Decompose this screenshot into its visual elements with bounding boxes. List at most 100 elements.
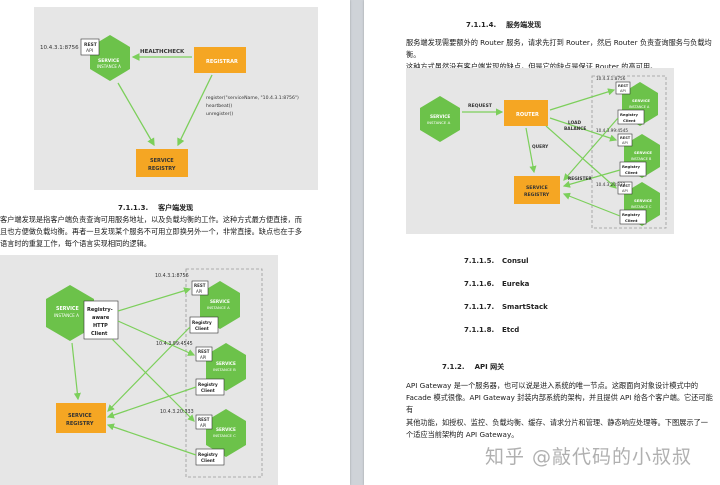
registry-label-1: SERVICE bbox=[68, 413, 92, 419]
api-label: API bbox=[200, 423, 206, 428]
instance-a-name: SERVICE bbox=[210, 299, 230, 304]
instance-b-sub: INSTANCE B bbox=[213, 367, 236, 372]
sub-item-number: 7.1.1.7. bbox=[464, 303, 495, 311]
registry-client-label: Registry bbox=[192, 320, 212, 325]
registry-client-label: Registry bbox=[620, 112, 638, 117]
register-code-line2: heartbeat() bbox=[206, 103, 232, 109]
aware-client-label: HTTP bbox=[93, 323, 108, 329]
watermark: 知乎 @敲代码的小叔叔 bbox=[485, 446, 693, 468]
register-code-line3: unregister() bbox=[206, 111, 233, 117]
rest-label: REST bbox=[198, 417, 210, 422]
registry-label-1: SERVICE bbox=[526, 185, 548, 191]
registry-client-label: Client bbox=[623, 118, 636, 123]
rest-api-box bbox=[617, 133, 633, 147]
api-label: API bbox=[86, 48, 93, 54]
registry-client-label: Registry bbox=[622, 164, 640, 169]
instance-label: INSTANCE A bbox=[54, 313, 79, 318]
paragraph-line: 语言时的重复工作，每个语言实现相同的逻辑。 bbox=[0, 239, 151, 249]
section-title: 客户端发现 bbox=[158, 204, 194, 212]
service-label: SERVICE bbox=[56, 306, 79, 312]
client-service-hexagon bbox=[420, 96, 460, 142]
registrar-label: REGISTRAR bbox=[206, 59, 238, 65]
rest-label: REST bbox=[84, 42, 98, 48]
query-label: QUERY bbox=[532, 144, 549, 150]
instances-enclosure bbox=[185, 268, 263, 478]
server-discovery-svg: SERVICE INSTANCE A REQUEST ROUTER LOAD B… bbox=[420, 75, 667, 229]
instance-c-name: SERVICE bbox=[634, 198, 652, 203]
right-page: 7.1.1.4.服务端发现 服务端发现需要额外的 Router 服务，请求先打到… bbox=[364, 0, 720, 485]
instance-c-sub: INSTANCE C bbox=[631, 205, 652, 209]
service-registry-box bbox=[56, 403, 106, 433]
section-heading-client-discovery: 7.1.1.3.客户端发现 bbox=[118, 203, 193, 213]
paragraph-line: API Gateway 是一个服务器，也可以说是进入系统的唯一节点。这跟面向对象… bbox=[406, 381, 699, 390]
paragraph-line: 客户端发现是指客户端负责查询可用服务地址，以及负载均衡的工作。这种方式最方便直接… bbox=[0, 215, 302, 224]
section-heading-server-discovery: 7.1.1.4.服务端发现 bbox=[466, 20, 541, 30]
client-discovery-svg: SERVICE INSTANCE A Registry- aware HTTP … bbox=[46, 268, 263, 478]
instance-b-name: SERVICE bbox=[216, 361, 236, 366]
instance-label: INSTANCE A bbox=[97, 64, 121, 69]
self-registration-svg: 10.4.3.1:8756 REST API SERVICE INSTANCE … bbox=[40, 35, 299, 177]
instance-ip-label: 10.4.3.1:8756 bbox=[40, 45, 79, 51]
request-label: REQUEST bbox=[468, 103, 493, 109]
api-label: API bbox=[622, 189, 628, 193]
rest-api-box bbox=[191, 280, 209, 296]
api-label: API bbox=[200, 355, 206, 360]
rest-api-box bbox=[80, 38, 100, 56]
rest-label: REST bbox=[198, 349, 210, 354]
registry-label-2: REGISTRY bbox=[66, 421, 94, 427]
self-registration-diagram: 10.4.3.1:8756 REST API SERVICE INSTANCE … bbox=[34, 7, 318, 190]
aware-client-label: aware bbox=[92, 315, 110, 321]
balance-label: BALANCE bbox=[564, 126, 586, 132]
sub-item-eureka: 7.1.1.6. Eureka bbox=[464, 280, 529, 288]
registry-label-1: SERVICE bbox=[150, 158, 174, 164]
sub-item-title: Etcd bbox=[502, 326, 520, 334]
sub-item-consul: 7.1.1.5.Consul bbox=[464, 257, 528, 265]
service-registry-box bbox=[514, 176, 560, 204]
paragraph-line: 服务端发现需要额外的 Router 服务，请求先打到 Router，然后 Rou… bbox=[406, 38, 712, 60]
registry-label-2: REGISTRY bbox=[148, 166, 176, 172]
registry-client-label: Registry bbox=[198, 382, 218, 387]
registry-client-label: Registry bbox=[622, 212, 640, 217]
server-discovery-diagram: SERVICE INSTANCE A REQUEST ROUTER LOAD B… bbox=[406, 68, 674, 234]
registry-client-label: Client bbox=[201, 388, 215, 393]
rest-api-box bbox=[615, 81, 631, 95]
service-instance-hexagon bbox=[90, 35, 130, 81]
instance-b-name: SERVICE bbox=[634, 150, 652, 155]
rest-api-box bbox=[617, 181, 633, 195]
registry-client-label: Client bbox=[625, 170, 638, 175]
instance-c-ip: 10.4.3.20:333 bbox=[596, 182, 626, 187]
section-title: API 网关 bbox=[474, 363, 505, 371]
client-discovery-diagram: SERVICE INSTANCE A Registry- aware HTTP … bbox=[0, 255, 278, 485]
api-label: API bbox=[620, 89, 626, 93]
load-label: LOAD bbox=[568, 120, 581, 126]
sub-item-title: Eureka bbox=[502, 280, 530, 288]
instance-c-ip: 10.4.3.20:333 bbox=[160, 409, 194, 415]
api-label: API bbox=[622, 141, 628, 145]
paragraph-line: 其他功能，如授权、监控、负载均衡、缓存、请求分片和管理、静态响应处理等。下图展示… bbox=[406, 417, 708, 427]
router-label: ROUTER bbox=[516, 112, 539, 118]
registry-client-box bbox=[619, 161, 647, 177]
rest-api-box bbox=[195, 414, 213, 430]
registry-client-box bbox=[195, 448, 225, 466]
aware-client-label: Client bbox=[91, 331, 108, 337]
register-label: REGISTER bbox=[568, 176, 592, 182]
sub-item-smartstack: 7.1.1.7.SmartStack bbox=[464, 303, 548, 311]
paragraph-line: 这种方式虽然没有客户端发现的缺点，但是它的缺点是保证 Router 的高可用。 bbox=[406, 62, 658, 72]
section-title: 服务端发现 bbox=[506, 21, 542, 29]
healthcheck-label: HEALTHCHECK bbox=[140, 49, 185, 55]
rest-label: REST bbox=[620, 136, 631, 140]
sub-item-number: 7.1.1.6. bbox=[464, 280, 495, 288]
client-service-hexagon bbox=[46, 285, 94, 341]
registry-client-label: Client bbox=[195, 326, 209, 331]
section-number: 7.1.2. bbox=[442, 363, 465, 371]
rest-api-box bbox=[195, 346, 213, 362]
paragraph-line: 且也方便做负载均衡。再者一旦发现某个服务不可用立即换另外一个，非常直接。缺点也在… bbox=[0, 227, 302, 237]
registry-client-box bbox=[619, 209, 647, 225]
instance-c-name: SERVICE bbox=[216, 427, 236, 432]
router-box bbox=[504, 100, 548, 126]
rest-label: REST bbox=[194, 283, 206, 288]
registry-client-label: Client bbox=[201, 458, 215, 463]
aware-client-label: Registry- bbox=[87, 307, 113, 313]
registry-client-box bbox=[617, 109, 645, 125]
instance-c-sub: INSTANCE C bbox=[213, 433, 236, 438]
